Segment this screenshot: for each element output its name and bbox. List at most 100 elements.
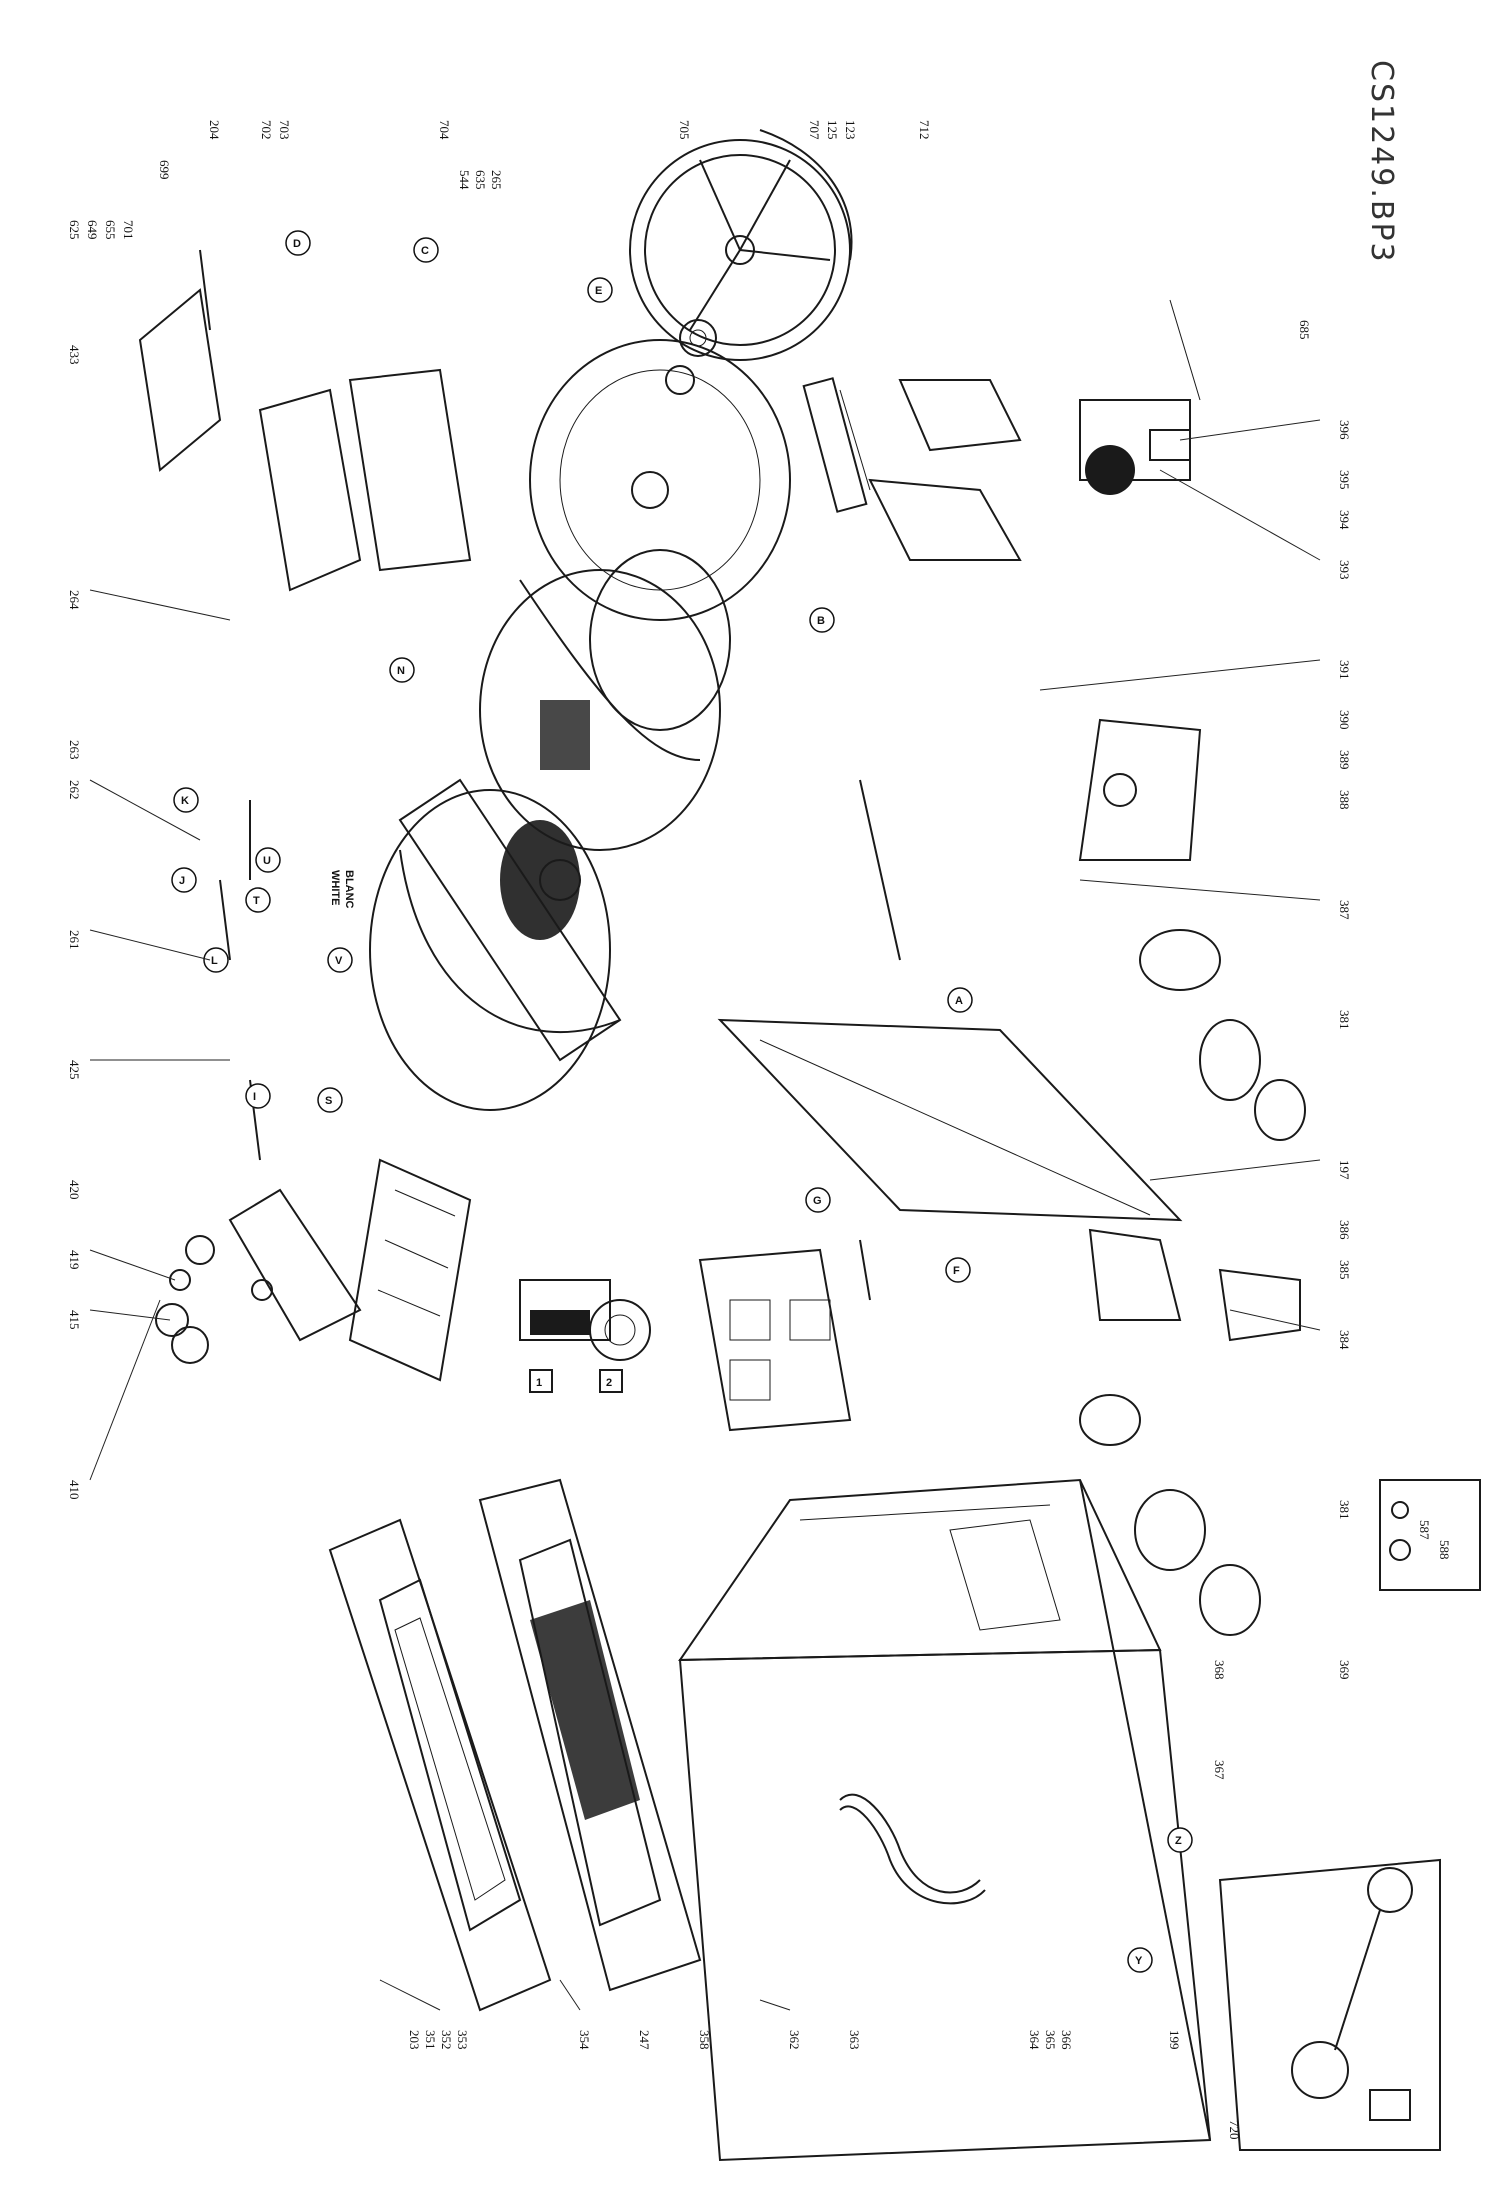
label-351: 351	[423, 2030, 438, 2050]
fastener-legend-box	[1379, 1479, 1481, 1591]
inset-markers: 1 2	[529, 1369, 623, 1393]
label-396: 396	[1337, 420, 1352, 440]
label-199: 199	[1167, 2030, 1182, 2050]
label-265: 265	[489, 170, 504, 190]
label-247: 247	[637, 2030, 652, 2050]
label-425: 425	[67, 1060, 82, 1080]
label-419: 419	[67, 1250, 82, 1270]
drain-hose	[839, 1793, 986, 1905]
label-386: 386	[1337, 1220, 1352, 1240]
door-glass-outer	[328, 1518, 552, 2012]
label-635: 635	[473, 170, 488, 190]
label-391: 391	[1337, 660, 1352, 680]
programmer-plate	[348, 1158, 472, 1382]
callout-s: S	[325, 1095, 332, 1107]
label-385: 385	[1337, 1260, 1352, 1280]
label-685: 685	[1297, 320, 1312, 340]
label-587: 587	[1417, 1520, 1432, 1540]
drain-pump-a	[1139, 929, 1306, 1141]
callout-z: Z	[1175, 1835, 1182, 1847]
callout-i: I	[253, 1091, 256, 1103]
label-197: 197	[1337, 1160, 1352, 1180]
label-415: 415	[67, 1310, 82, 1330]
springs	[199, 249, 901, 1301]
callout-c: C	[421, 245, 429, 257]
drum-pulley	[629, 139, 851, 361]
cabinet-body	[678, 1478, 1212, 2162]
callout-t: T	[253, 895, 260, 907]
label-262: 262	[67, 780, 82, 800]
detergent-drawer	[138, 288, 472, 592]
label-368: 368	[1212, 1660, 1227, 1680]
callout-v: V	[335, 955, 343, 967]
label-655: 655	[103, 220, 118, 240]
label-365: 365	[1043, 2030, 1058, 2050]
label-366: 366	[1059, 2030, 1074, 2050]
callout-d: D	[293, 238, 301, 250]
counterweight	[868, 379, 1022, 561]
door-frame-inner	[478, 1478, 702, 1992]
label-704: 704	[437, 120, 452, 140]
callout-e: E	[595, 285, 602, 297]
label-354: 354	[577, 2030, 592, 2050]
inset-marker-2: 2	[606, 1377, 612, 1389]
label-712: 712	[917, 120, 932, 140]
label-702: 702	[259, 120, 274, 140]
label-625: 625	[67, 220, 82, 240]
label-264: 264	[67, 590, 82, 610]
inset-marker-1: 1	[536, 1377, 542, 1389]
label-410: 410	[67, 1480, 82, 1500]
callout-n: N	[397, 665, 405, 677]
color-tag-blanc: BLANC	[343, 870, 355, 909]
leader-lines	[89, 419, 1321, 2011]
color-tag: BLANC WHITE	[329, 870, 355, 909]
motor-block	[519, 1279, 651, 1361]
label-544: 544	[457, 170, 472, 190]
drive-belt	[759, 129, 853, 261]
side-panel	[717, 1018, 1183, 1222]
tub-back	[529, 339, 791, 621]
label-387: 387	[1337, 900, 1352, 920]
label-261: 261	[67, 930, 82, 950]
label-720: 720	[1227, 2120, 1242, 2140]
label-363: 363	[847, 2030, 862, 2050]
label-420: 420	[67, 1180, 82, 1200]
drive-inset-panel	[1218, 1858, 1441, 2151]
callout-g: G	[813, 1195, 822, 1207]
callout-letters: D C E K J T L V U S I B N A G F Y Z	[171, 230, 1193, 1973]
electronics-module	[698, 1248, 852, 1432]
label-699: 699	[157, 160, 172, 180]
bearing-housing	[665, 319, 717, 395]
label-358: 358	[697, 2030, 712, 2050]
label-203: 203	[407, 2030, 422, 2050]
drive-motor	[1079, 299, 1201, 495]
label-381-b: 381	[1337, 1500, 1352, 1520]
label-204: 204	[207, 120, 222, 140]
callout-l: L	[211, 955, 218, 967]
label-395: 395	[1337, 470, 1352, 490]
label-125: 125	[825, 120, 840, 140]
label-263: 263	[67, 740, 82, 760]
label-389: 389	[1337, 750, 1352, 770]
label-703: 703	[277, 120, 292, 140]
label-390: 390	[1337, 710, 1352, 730]
label-352: 352	[439, 2030, 454, 2050]
label-384: 384	[1337, 1330, 1352, 1350]
label-433: 433	[67, 345, 82, 365]
callout-j: J	[179, 875, 185, 887]
callout-b: B	[817, 615, 825, 627]
label-123: 123	[843, 120, 858, 140]
callout-k: K	[181, 795, 189, 807]
label-364: 364	[1027, 2030, 1042, 2050]
callout-a: A	[955, 995, 963, 1007]
motor-cover	[1078, 718, 1202, 861]
inner-drum	[479, 549, 731, 851]
callout-y: Y	[1135, 1955, 1143, 1967]
label-381: 381	[1337, 1010, 1352, 1030]
label-388: 388	[1337, 790, 1352, 810]
outer-tub	[369, 778, 622, 1111]
reference-code: CS1249.BP3	[1364, 60, 1399, 264]
label-367: 367	[1212, 1760, 1227, 1780]
drain-pump-b	[1079, 1394, 1261, 1636]
